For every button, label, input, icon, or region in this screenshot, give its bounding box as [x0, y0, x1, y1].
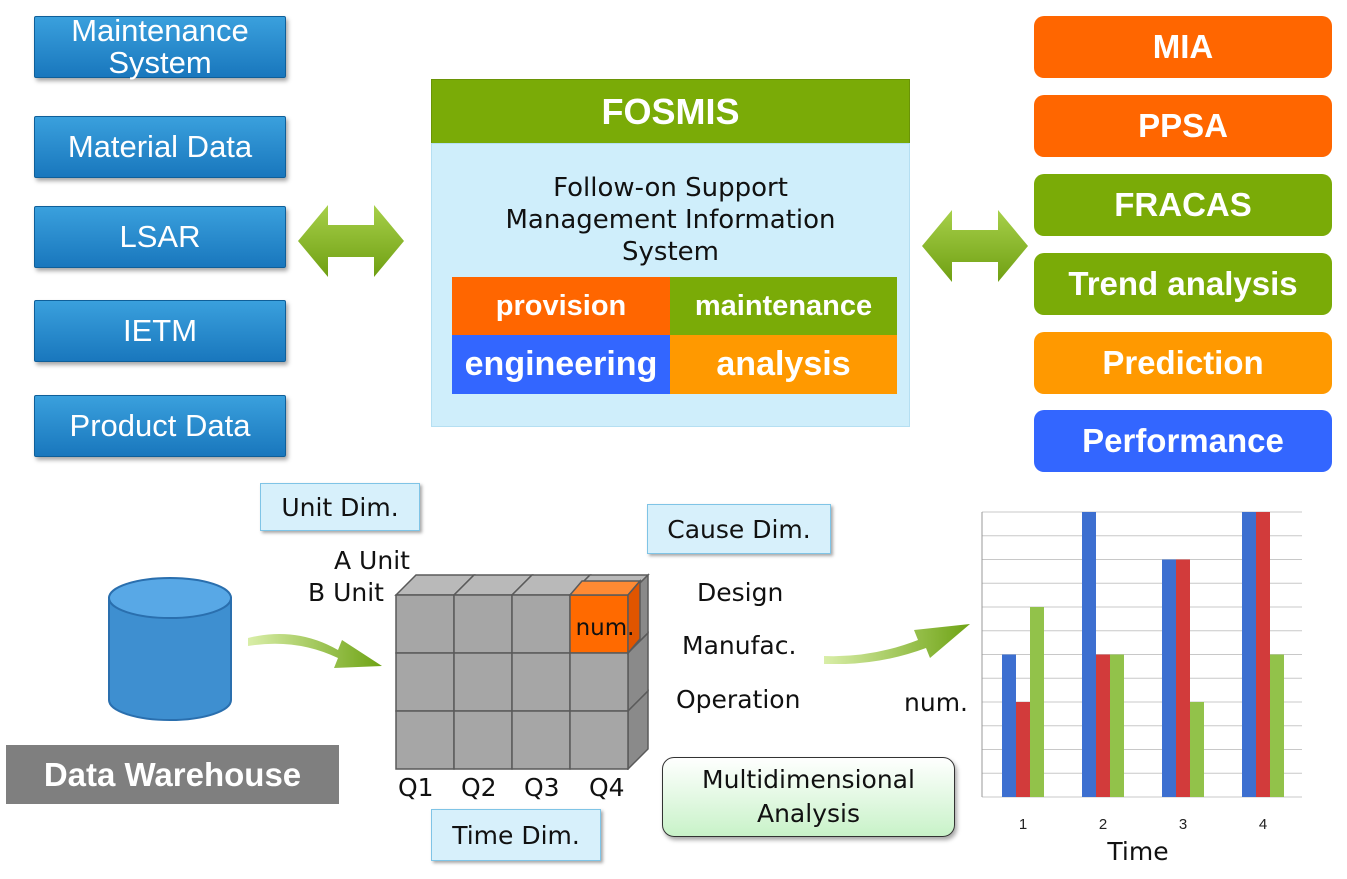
- cause-dim-label: Cause Dim.: [647, 504, 831, 554]
- chart-bar: [1162, 559, 1176, 797]
- left-double-arrow-icon: [298, 205, 404, 277]
- cube-front-face: [453, 594, 513, 654]
- output-box: Prediction: [1034, 332, 1332, 394]
- data-cube: num.: [394, 573, 650, 770]
- chart-bar: [1256, 512, 1270, 797]
- output-box: PPSA: [1034, 95, 1332, 157]
- output-box: MIA: [1034, 16, 1332, 78]
- cause-label-operation: Operation: [676, 685, 801, 714]
- quarter-label-q2: Q2: [461, 773, 497, 802]
- source-box: IETM: [34, 300, 286, 362]
- data-warehouse-label: Data Warehouse: [6, 745, 339, 804]
- fosmis-description-line: Management Information: [505, 205, 836, 235]
- source-box-line: Material Data: [67, 129, 253, 164]
- fosmis-title: FOSMIS: [431, 79, 910, 145]
- source-box: Product Data: [34, 395, 286, 457]
- chart-bar: [1016, 702, 1030, 797]
- mda-line: Multidimensional: [702, 765, 915, 794]
- curved-arrow-icon: [824, 624, 970, 664]
- quarter-label-q4: Q4: [589, 773, 625, 802]
- chart-y-label: num.: [904, 688, 968, 717]
- cube-front-face: [511, 594, 571, 654]
- chart-x-tick-label: 1: [1019, 816, 1027, 833]
- fosmis-description-line: Follow-on Support: [553, 173, 788, 203]
- engineering-cell: engineering: [452, 335, 670, 394]
- fosmis-description-line: System: [622, 237, 719, 267]
- unit-label-a: A Unit: [334, 546, 410, 575]
- fosmis-panel: Follow-on Support Management Information…: [431, 143, 910, 427]
- cause-label-design: Design: [697, 578, 784, 607]
- source-box-line: IETM: [122, 313, 198, 348]
- source-box: Material Data: [34, 116, 286, 178]
- output-box: Trend analysis: [1034, 253, 1332, 315]
- source-box-line: Product Data: [69, 408, 251, 443]
- chart-x-tick-label: 2: [1099, 816, 1107, 833]
- multidimensional-analysis-box: Multidimensional Analysis: [662, 757, 955, 837]
- source-box-text: LSAR: [120, 221, 201, 253]
- cube-front-face: [395, 594, 455, 654]
- database-icon: [108, 577, 232, 721]
- chart-bar: [1270, 654, 1284, 797]
- maintenance-cell: maintenance: [670, 277, 897, 335]
- quarter-label-q1: Q1: [398, 773, 434, 802]
- chart-bar: [1176, 559, 1190, 797]
- unit-label-b: B Unit: [308, 578, 384, 607]
- cube-front-face: [511, 652, 571, 712]
- highlight-cell-label: num.: [576, 615, 635, 641]
- cube-front-face: [569, 710, 629, 770]
- cube-front-face: [453, 710, 513, 770]
- source-box-line: System: [108, 45, 212, 80]
- provision-cell: provision: [452, 277, 670, 335]
- cube-front-face: [511, 710, 571, 770]
- output-box: FRACAS: [1034, 174, 1332, 236]
- cube-front-face: [395, 710, 455, 770]
- bar-chart: 1 2 3 4 num. Time: [904, 511, 1302, 866]
- output-box: Performance: [1034, 410, 1332, 472]
- analysis-cell: analysis: [670, 335, 897, 394]
- chart-bar: [1110, 654, 1124, 797]
- chart-x-label: Time: [1106, 837, 1168, 866]
- source-box: LSAR: [34, 206, 286, 268]
- source-box-text: Material Data: [68, 131, 252, 163]
- source-box-text: IETM: [123, 315, 197, 347]
- chart-bar: [1096, 654, 1110, 797]
- quarter-label-q3: Q3: [524, 773, 560, 802]
- mda-line: Analysis: [756, 799, 860, 828]
- cause-label-manufac: Manufac.: [682, 631, 797, 660]
- source-box-text: Product Data: [70, 410, 251, 442]
- highlight-cell-side: [627, 578, 641, 656]
- chart-x-tick-label: 3: [1179, 816, 1187, 833]
- curved-arrow-icon: [248, 634, 382, 668]
- chart-bar: [1190, 702, 1204, 797]
- source-box-line: LSAR: [119, 219, 201, 254]
- chart-bar: [1030, 607, 1044, 797]
- time-dim-label: Time Dim.: [431, 809, 601, 861]
- cube-front-face: [569, 652, 629, 712]
- chart-bar: [1242, 512, 1256, 797]
- unit-dim-label: Unit Dim.: [260, 483, 420, 531]
- source-box-line: Maintenance: [71, 13, 249, 48]
- chart-x-tick-label: 4: [1259, 816, 1267, 833]
- chart-bar: [1082, 512, 1096, 797]
- right-double-arrow-icon: [922, 210, 1028, 282]
- chart-bar: [1002, 654, 1016, 797]
- cube-front-face: [395, 652, 455, 712]
- fosmis-description: Follow-on Support Management Information…: [432, 172, 909, 268]
- cube-front-face: [453, 652, 513, 712]
